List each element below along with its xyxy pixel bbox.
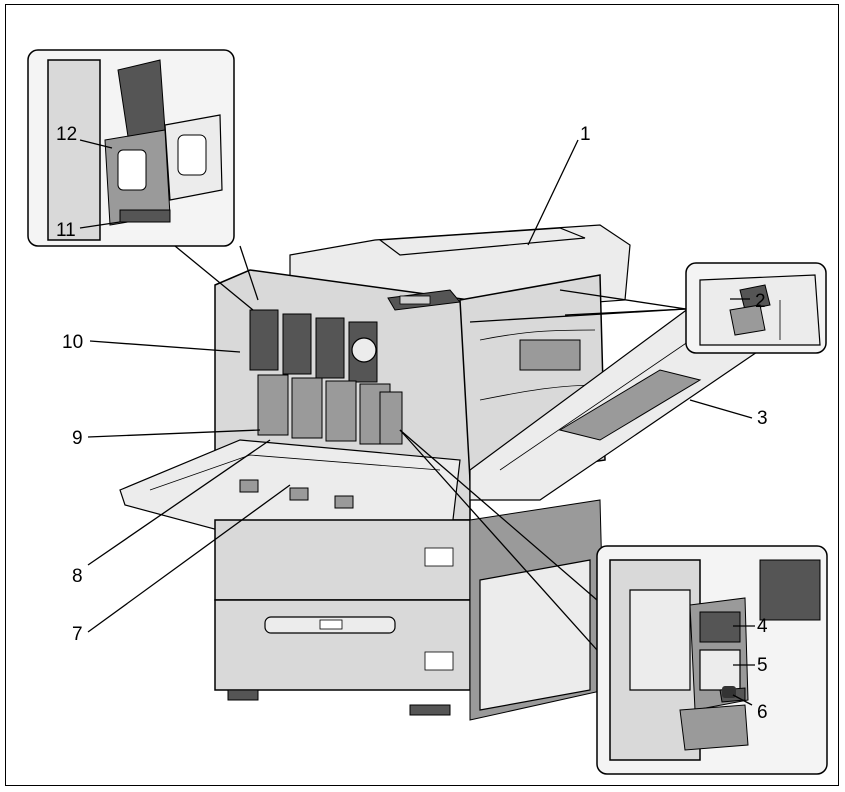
leader-10 (89, 340, 241, 353)
leader-1 (527, 139, 579, 246)
callout-12: 12 (56, 124, 77, 145)
callout-11: 11 (56, 220, 76, 241)
leader-8 (87, 439, 271, 566)
callout-10: 10 (62, 332, 83, 353)
inset-toner-cartridge (596, 545, 828, 775)
leader-3 (689, 399, 753, 419)
printer-body (119, 224, 771, 721)
leader-inset-c (399, 429, 598, 651)
callout-4: 4 (757, 616, 768, 637)
leader-9 (87, 429, 261, 438)
leader-inset-a (239, 245, 259, 301)
callout-8: 8 (72, 566, 83, 587)
inset-fuser-lever (685, 262, 827, 354)
callout-9: 9 (72, 428, 83, 449)
leader-2a (559, 289, 687, 310)
callout-7: 7 (72, 624, 83, 645)
callout-5: 5 (757, 655, 768, 676)
inset-waste-toner (27, 49, 235, 247)
callout-1: 1 (580, 124, 591, 145)
callout-6: 6 (757, 702, 768, 723)
leader-inset-d (399, 429, 598, 601)
leader-2c (469, 308, 687, 323)
callout-2: 2 (755, 291, 766, 312)
leader-11 (79, 221, 121, 229)
leader-12 (79, 139, 113, 149)
leader-inset-b (174, 245, 254, 311)
leader-lines (79, 139, 755, 706)
leader-6 (732, 694, 753, 706)
leader-7 (87, 484, 291, 633)
callout-3: 3 (757, 408, 768, 429)
callout-labels: 1 2 3 4 5 6 7 8 9 10 11 12 (56, 124, 768, 723)
